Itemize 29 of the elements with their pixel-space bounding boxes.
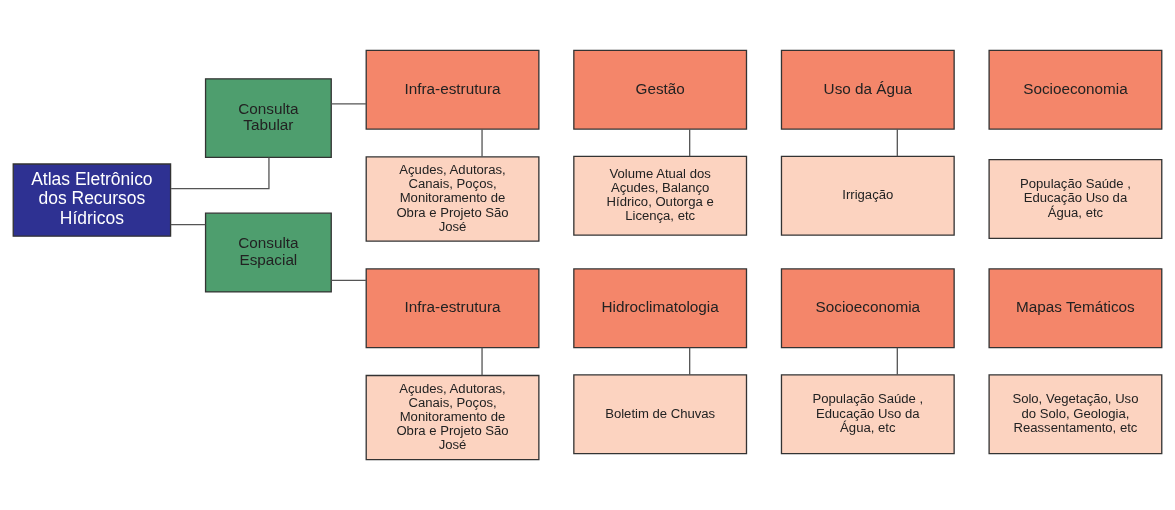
connector	[896, 128, 898, 157]
node-box: População Saúde , Educação Uso da Água, etc	[780, 374, 955, 455]
node-box: Gestão	[573, 49, 748, 130]
node-box: Consulta Espacial	[204, 212, 332, 293]
node-box: Atlas Eletrônico dos Recursos Hídricos	[12, 163, 172, 237]
node-box: Infra-estrutura	[365, 268, 540, 349]
connector	[689, 128, 691, 157]
node-box: Socioeconomia	[988, 49, 1163, 130]
connector	[170, 224, 207, 226]
connector	[896, 347, 898, 376]
node-box: Infra-estrutura	[365, 49, 540, 130]
connector	[170, 156, 270, 190]
connector	[330, 103, 367, 105]
node-box: Consulta Tabular	[204, 78, 332, 159]
node-box: Irrigação	[780, 155, 955, 236]
connector	[481, 347, 483, 376]
node-box: Solo, Vegetação, Uso do Solo, Geologia, Reassentamento, etc	[988, 374, 1163, 455]
node-box: Açudes, Adutoras, Canais, Poços, Monitoramento de Obra e Projeto São José	[365, 374, 540, 461]
node-box: Uso da Água	[780, 49, 955, 130]
node-box: População Saúde , Educação Uso da Água, etc	[988, 159, 1163, 239]
node-box: Volume Atual dos Açudes, Balanço Hídrico, Outorga e Licença, etc	[573, 155, 748, 236]
connector	[481, 128, 483, 158]
node-box: Mapas Temáticos	[988, 268, 1163, 349]
node-box: Açudes, Adutoras, Canais, Poços, Monitoramento de Obra e Projeto São José	[365, 156, 540, 242]
node-box: Socioeconomia	[780, 268, 955, 349]
node-box: Boletim de Chuvas	[573, 374, 748, 455]
connector	[330, 279, 367, 282]
connector	[689, 347, 691, 376]
node-box: Hidroclimatologia	[573, 268, 748, 349]
